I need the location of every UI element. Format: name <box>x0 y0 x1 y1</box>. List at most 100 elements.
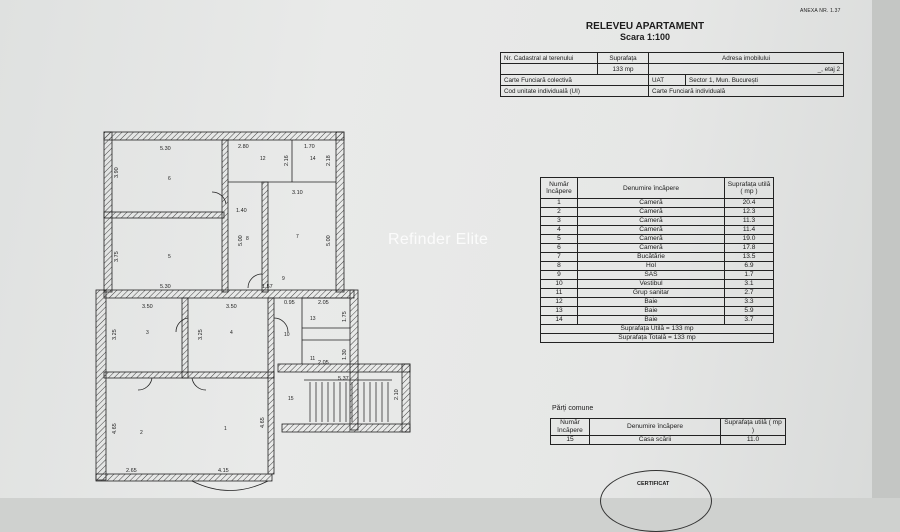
watermark: Refinder Elite <box>388 231 489 248</box>
room-label-5: 5 <box>168 254 171 260</box>
room-label-4: 4 <box>230 330 233 336</box>
annex-number: ANEXA NR. 1.37 <box>800 8 841 14</box>
room-area-cell: 6.9 <box>724 261 774 271</box>
room-nr-cell: 12 <box>540 297 578 307</box>
dim-500-left: 5.00 <box>238 235 244 246</box>
dim-325-left: 3.25 <box>112 329 118 340</box>
wall-hall <box>221 139 229 293</box>
rooms-table: Număr încăpere Denumire încăpere Suprafa… <box>540 177 774 343</box>
dim-205-bottom: 2.05 <box>318 360 329 366</box>
cod-unitate-label: Cod unitate individuală (UI) <box>500 85 649 97</box>
wall-east-upper <box>335 131 345 293</box>
room-area-cell: 5.9 <box>724 306 774 316</box>
room-nr-cell: 1 <box>540 198 578 208</box>
door-arc-2 <box>175 317 189 333</box>
room-name-cell: Hol <box>577 261 725 271</box>
room-nr-cell: 5 <box>540 234 578 244</box>
dim-500-right: 5.00 <box>326 235 332 246</box>
room-label-9: 9 <box>282 276 285 282</box>
common-header-area: Suprafața utilă ( mp ) <box>720 418 786 436</box>
wall-kitchen <box>261 181 269 293</box>
dim-140: 1.40 <box>236 208 247 214</box>
dim-325-mid: 3.25 <box>198 329 204 340</box>
room-nr-cell: 14 <box>540 315 578 325</box>
room-nr-cell: 11 <box>540 288 578 298</box>
total-area: Suprafața Totală = 133 mp <box>540 333 774 343</box>
nr-cadastral-label: Nr. Cadastral al terenului <box>500 52 598 64</box>
dim-280: 2.80 <box>238 144 249 150</box>
floor-plan: 5.30 2.80 1.70 3.10 1.40 5.30 3.50 3.50 … <box>95 131 411 491</box>
dim-210: 2.10 <box>394 389 400 400</box>
room-nr-cell: 7 <box>540 252 578 262</box>
wall-stair-right <box>401 363 411 433</box>
suprafata-value: 133 mp <box>597 63 649 75</box>
dim-350-mid: 3.50 <box>226 304 237 310</box>
room-nr-cell: 8 <box>540 261 578 271</box>
wall-south <box>95 473 273 482</box>
total-useful-area: Suprafața Utilă = 133 mp <box>540 324 774 334</box>
room-nr-cell: 2 <box>540 207 578 217</box>
room-label-3: 3 <box>146 330 149 336</box>
cadastral-info-table: Nr. Cadastral al terenului Suprafața Adr… <box>500 52 844 97</box>
carte-individuala-label: Carte Funciară individuală <box>648 85 844 97</box>
common-header-number: Număr încăpere <box>550 418 590 436</box>
dim-375: 3.75 <box>114 251 120 262</box>
room-label-2: 2 <box>140 430 143 436</box>
wall-lower-mid <box>103 371 275 379</box>
common-row-area: 11.0 <box>720 435 786 445</box>
room-nr-cell: 10 <box>540 279 578 289</box>
dim-157: 1.57 <box>262 284 273 290</box>
dim-415: 4.15 <box>218 468 229 474</box>
dim-095: 0.95 <box>284 300 295 306</box>
dim-170: 1.70 <box>304 144 315 150</box>
room-name-cell: Cameră <box>577 225 725 235</box>
common-parts-table: Număr încăpere Denumire încăpere Suprafa… <box>550 418 786 445</box>
suprafata-label: Suprafața <box>597 52 649 64</box>
dim-130: 1.30 <box>342 349 348 360</box>
rooms-header-area: Suprafața utilă ( mp ) <box>724 177 774 199</box>
room-area-cell: 2.7 <box>724 288 774 298</box>
dim-216: 2.16 <box>284 155 290 166</box>
common-parts-title: Părți comune <box>552 405 594 412</box>
room-name-cell: Baie <box>577 315 725 325</box>
room-name-cell: Bucătărie <box>577 252 725 262</box>
room-name-cell: Cameră <box>577 198 725 208</box>
dim-218: 2.18 <box>326 155 332 166</box>
room-name-cell: Cameră <box>577 207 725 217</box>
room-area-cell: 13.5 <box>724 252 774 262</box>
room-name-cell: Baie <box>577 297 725 307</box>
room-area-cell: 20.4 <box>724 198 774 208</box>
door-arc-5 <box>247 273 263 289</box>
room-name-cell: SAS <box>577 270 725 280</box>
room-name-cell: Baie <box>577 306 725 316</box>
room-label-11: 11 <box>310 356 315 362</box>
wall-room-divider <box>103 211 225 219</box>
room-name-cell: Vestibul <box>577 279 725 289</box>
dim-530-top: 5.30 <box>160 146 171 152</box>
dim-265: 2.65 <box>126 468 137 474</box>
bay-window <box>191 480 269 491</box>
room-label-10: 10 <box>284 332 290 338</box>
dim-465-right: 4.65 <box>260 417 266 428</box>
dim-530-mid: 5.30 <box>160 284 171 290</box>
room-label-1: 1 <box>224 426 227 432</box>
door-arc-1 <box>211 191 227 205</box>
door-arc-6 <box>273 317 289 333</box>
room-name-cell: Cameră <box>577 234 725 244</box>
uat-label: UAT <box>648 74 686 86</box>
room-label-13: 13 <box>310 316 316 322</box>
room-area-cell: 1.7 <box>724 270 774 280</box>
door-arc-4 <box>191 377 207 391</box>
dim-537: 5.37 <box>338 376 349 382</box>
dim-205-top: 2.05 <box>318 300 329 306</box>
adresa-label: Adresa imobilului <box>648 52 844 64</box>
